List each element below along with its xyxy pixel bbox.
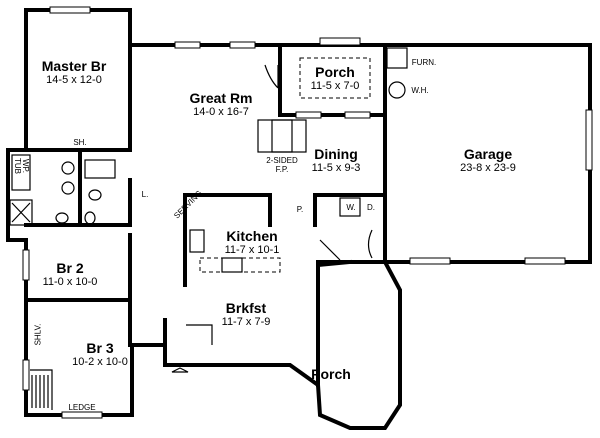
room-name: Brkfst <box>225 300 267 316</box>
room-bedroom-3: Br 3 10-2 x 10-0 <box>72 340 128 369</box>
room-name: Br 3 <box>86 340 114 356</box>
pantry-label: P. <box>296 205 304 214</box>
room-breakfast: Brkfst 11-7 x 7-9 <box>222 300 271 329</box>
room-dimensions: 14-5 x 12-0 <box>46 74 102 86</box>
room-dimensions: 11-7 x 7-9 <box>221 316 271 328</box>
room-name: Br 2 <box>56 260 84 276</box>
room-name: Porch <box>311 366 351 382</box>
room-bedroom-2: Br 2 11-0 x 10-0 <box>43 260 98 289</box>
interior-walls <box>24 43 387 367</box>
room-dimensions: 11-5 x 9-3 <box>311 162 361 174</box>
room-front-porch: Porch <box>311 366 351 382</box>
room-name: Garage <box>463 146 513 162</box>
windows <box>22 6 593 419</box>
tub-label-line2: TUB <box>13 158 22 174</box>
shelf-label: SHLV. <box>33 323 43 346</box>
room-dimensions: 11-7 x 10-1 <box>224 244 280 256</box>
washer-label: W. <box>346 203 356 212</box>
dryer-label: D. <box>367 203 375 212</box>
room-name: Great Rm <box>189 90 253 106</box>
room-name: Master Br <box>41 58 107 74</box>
shower-label: SH. <box>73 138 87 147</box>
room-name: Porch <box>315 64 355 80</box>
room-name: Kitchen <box>226 228 278 244</box>
fixture-drawings <box>9 47 408 410</box>
tub-label-line1: WP. <box>21 158 30 174</box>
furnace-label: FURN. <box>411 58 437 67</box>
room-dimensions: 11-0 x 10-0 <box>42 276 98 288</box>
room-dimensions: 14-0 x 16-7 <box>193 106 249 118</box>
tub-label: WP. TUB <box>13 158 30 174</box>
water-heater-label: W.H. <box>411 86 429 95</box>
linen-label: L. <box>141 190 149 199</box>
room-dining: Dining 11-5 x 9-3 <box>312 146 361 175</box>
room-garage: Garage 23-8 x 23-9 <box>460 146 516 175</box>
room-rear-porch: Porch 11-5 x 7-0 <box>311 64 360 93</box>
room-master-bedroom: Master Br 14-5 x 12-0 <box>42 58 107 87</box>
room-name: Dining <box>314 146 358 162</box>
fireplace-label-line1: 2-SIDED <box>266 156 298 165</box>
room-kitchen: Kitchen 11-7 x 10-1 <box>225 228 280 257</box>
room-dimensions: 11-5 x 7-0 <box>310 80 360 92</box>
ledge-label: LEDGE <box>68 403 96 412</box>
fireplace-label-line2: F.P. <box>275 165 289 174</box>
fireplace-label: 2-SIDED F.P. <box>266 156 298 174</box>
room-great-room: Great Rm 14-0 x 16-7 <box>189 90 252 119</box>
exterior-walls <box>6 8 592 430</box>
room-dimensions: 23-8 x 23-9 <box>460 162 516 174</box>
room-dimensions: 10-2 x 10-0 <box>72 356 128 368</box>
